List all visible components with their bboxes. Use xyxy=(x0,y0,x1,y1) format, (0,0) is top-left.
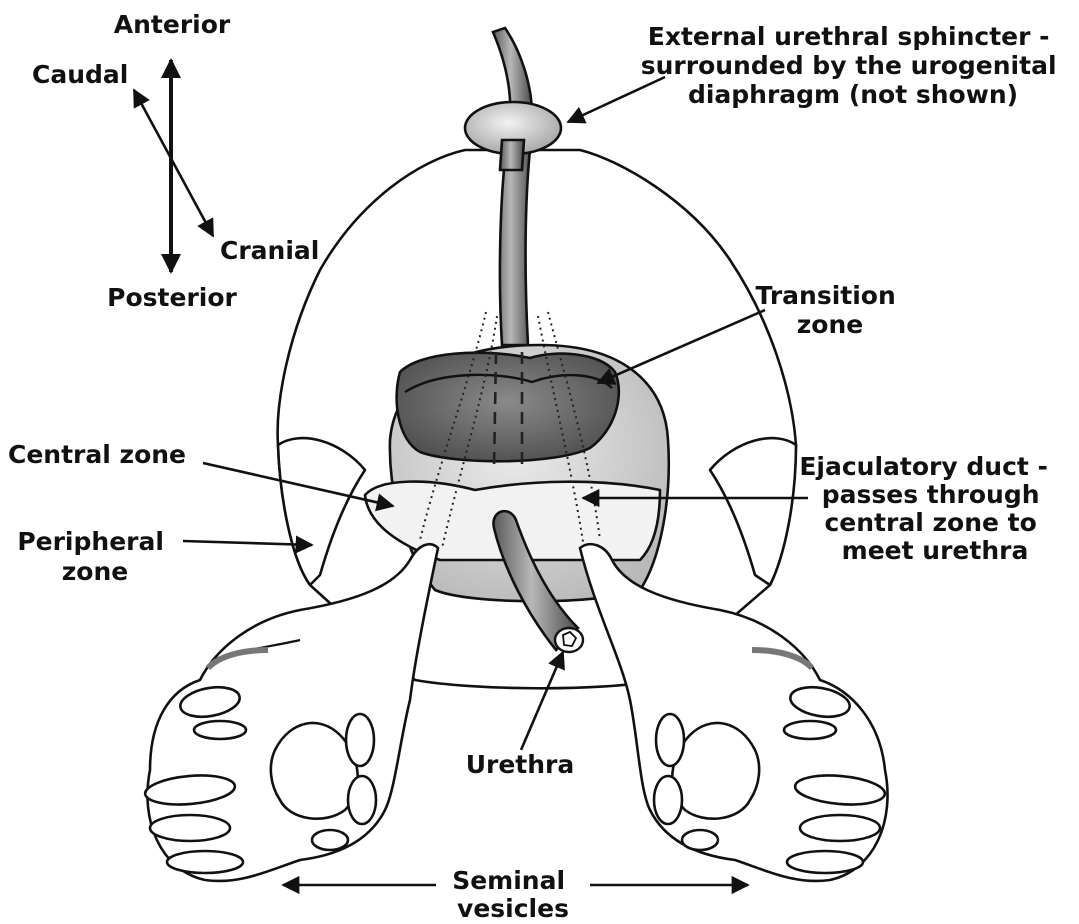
ejaculatory-duct-label: Ejaculatory duct - passes through centra… xyxy=(799,452,1056,565)
urethra-through-sphincter xyxy=(500,140,524,170)
caudal-label: Caudal xyxy=(32,60,128,89)
posterior-label: Posterior xyxy=(107,283,237,312)
central-zone-label: Central zone xyxy=(8,440,186,469)
orientation-compass: Anterior Posterior Caudal Cranial xyxy=(32,10,319,312)
seminal-vesicle-left xyxy=(144,544,438,881)
transition-zone-label: Transition zone xyxy=(756,281,905,339)
anterior-label: Anterior xyxy=(114,10,231,39)
peripheral-zone-label: Peripheral zone xyxy=(17,527,172,586)
urethra-label: Urethra xyxy=(466,750,575,779)
cranial-label: Cranial xyxy=(220,236,319,265)
sphincter-pointer xyxy=(568,77,665,122)
transition-zone-shape xyxy=(397,353,619,462)
sphincter-label: External urethral sphincter - surrounded… xyxy=(641,22,1066,109)
caudal-cranial-arrow xyxy=(134,90,213,236)
seminal-vesicles-label: Seminal vesicles xyxy=(452,866,574,923)
